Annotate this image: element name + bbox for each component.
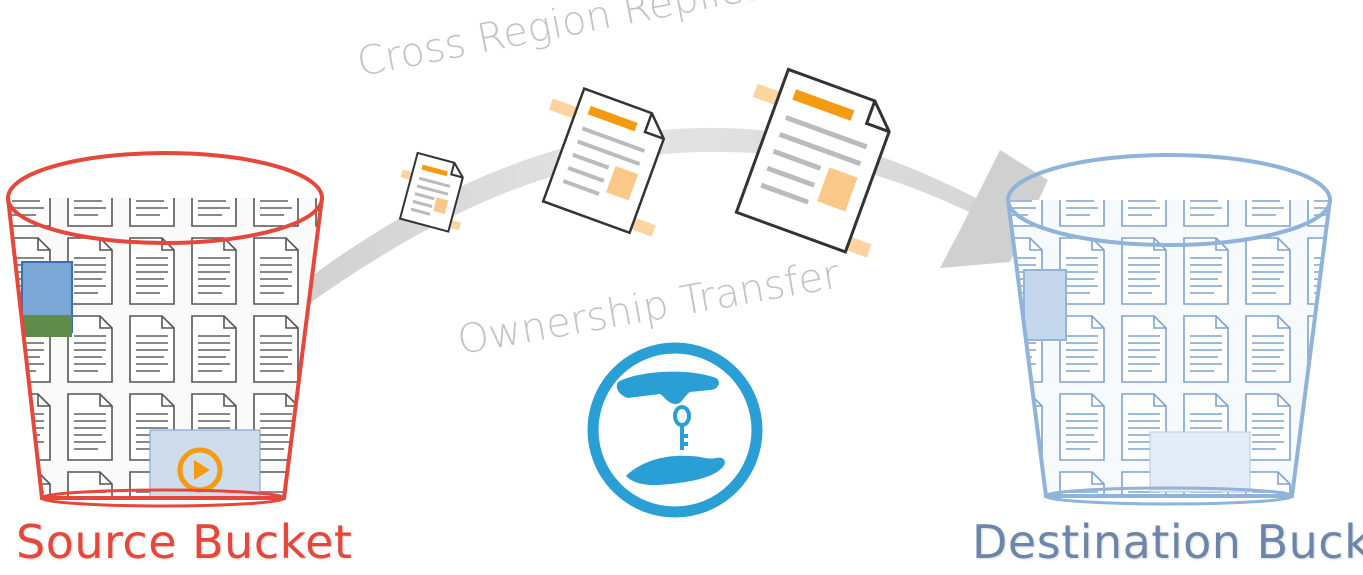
destination-bucket-label: Destination Bucket: [972, 515, 1363, 569]
document-small-icon: [398, 151, 464, 233]
document-large-icon: [734, 67, 891, 258]
destination-bucket-icon: [1006, 153, 1332, 506]
source-bucket-label: Source Bucket: [16, 515, 353, 569]
source-bucket-icon: [6, 151, 324, 508]
arrow-head-icon: [940, 150, 1048, 268]
hand-over-key-icon: [587, 342, 763, 518]
document-medium-icon: [541, 86, 666, 237]
